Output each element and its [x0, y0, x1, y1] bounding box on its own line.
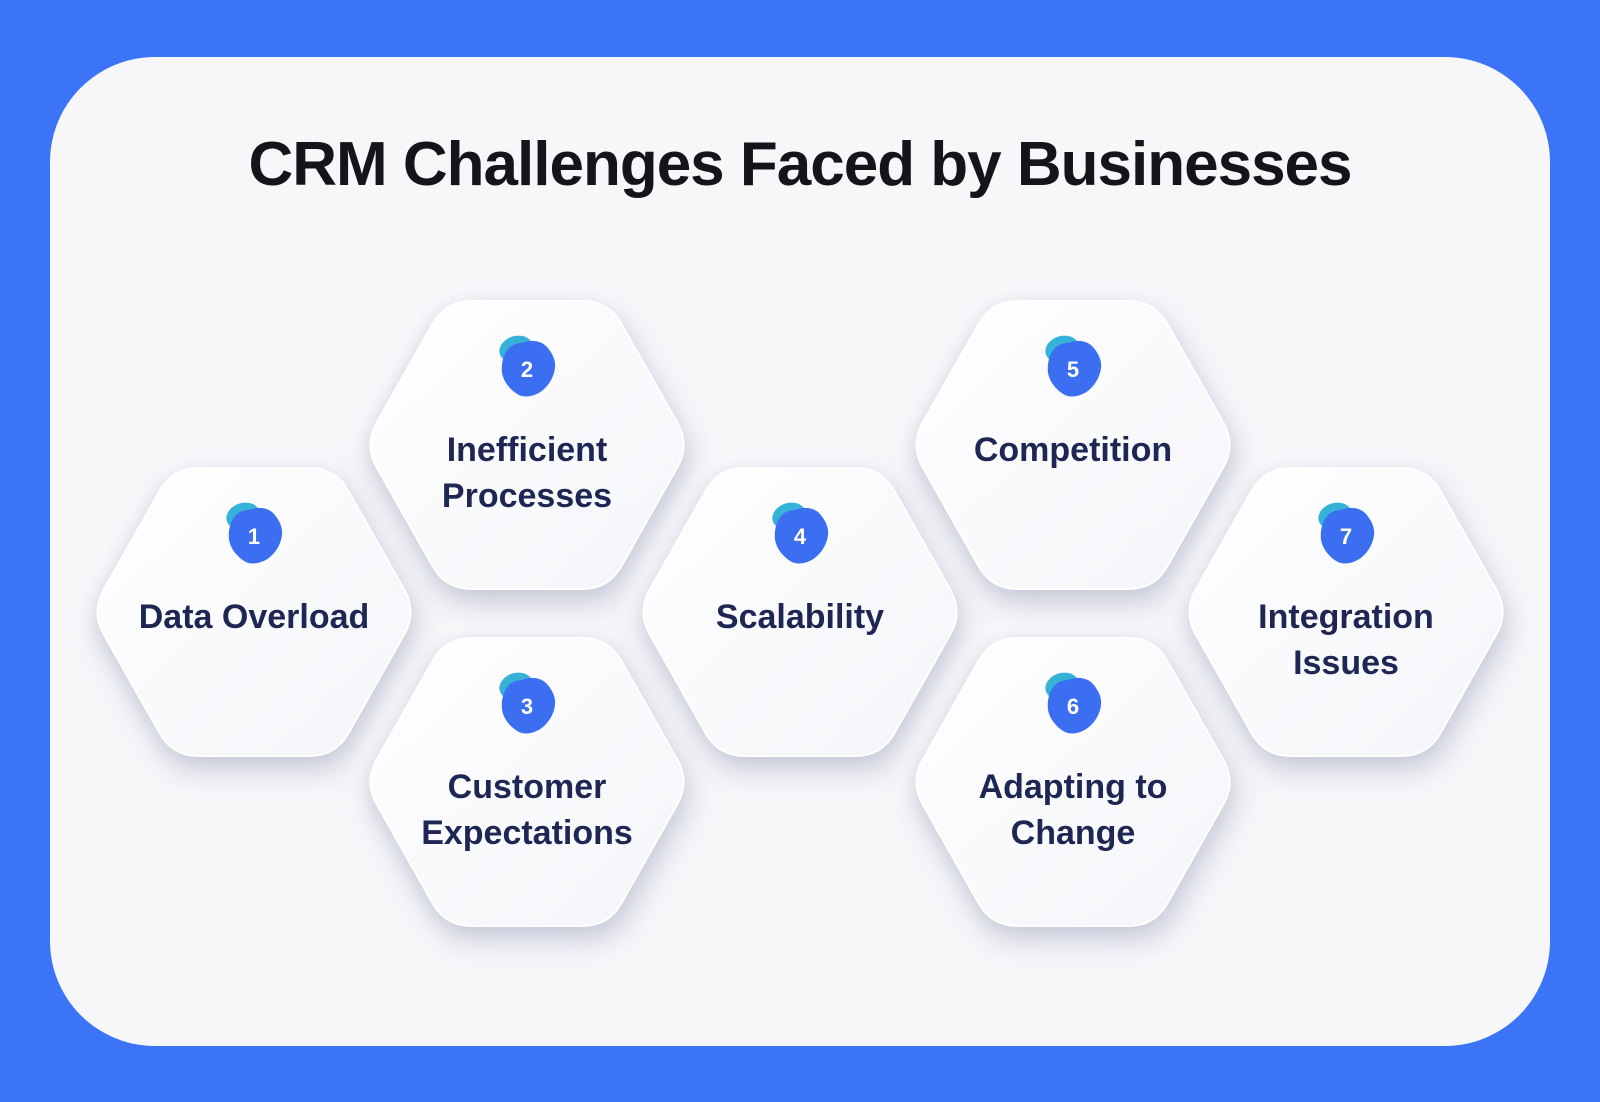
hexagon-label: Inefficient Processes	[441, 431, 613, 515]
hexagon-card-competition: 5 Competition	[910, 300, 1236, 590]
hexagon-card-adapting-to-change: 6 Adapting to Change	[910, 637, 1236, 927]
number-badge: 4	[768, 501, 832, 567]
number-badge: 2	[495, 334, 559, 400]
number-badge: 6	[1041, 671, 1105, 737]
hexagon-card-inefficient-processes: 2 Inefficient Processes	[364, 300, 690, 590]
content-card: CRM Challenges Faced by Businesses 1 Dat…	[50, 57, 1550, 1046]
hexagon-card-data-overload: 1 Data Overload	[91, 467, 417, 757]
badge-blob-icon	[1045, 335, 1102, 397]
hexagon-shape	[96, 467, 412, 757]
badge-number: 1	[247, 524, 261, 549]
badge-number: 4	[793, 524, 807, 549]
badge-blob-icon	[499, 672, 556, 734]
badge-number: 7	[1339, 524, 1353, 549]
hexagon-label: Adapting to Change	[978, 768, 1168, 852]
hexagon-shape	[642, 467, 958, 757]
hexagon-shape	[915, 637, 1231, 927]
badge-number: 5	[1066, 357, 1080, 382]
hexagon-card-integration-issues: 7 Integration Issues	[1183, 467, 1509, 757]
badge-blob-icon	[1045, 672, 1102, 734]
hexagon-label: Scalability	[715, 598, 885, 636]
hexagon-shape	[915, 300, 1231, 590]
badge-number: 2	[520, 357, 534, 382]
badge-blob-icon	[499, 335, 556, 397]
badge-blob-icon	[1318, 502, 1375, 564]
badge-blob-icon	[772, 502, 829, 564]
number-badge: 1	[222, 501, 286, 567]
hexagon-label: Competition	[973, 431, 1173, 469]
hexagon-label: Customer Expectations	[421, 768, 633, 852]
number-badge: 7	[1314, 501, 1378, 567]
badge-number: 6	[1066, 694, 1080, 719]
hexagon-card-customer-expectations: 3 Customer Expectations	[364, 637, 690, 927]
hexagon-label: Data Overload	[138, 598, 370, 636]
hexagon-label: Integration Issues	[1258, 598, 1434, 682]
number-badge: 5	[1041, 334, 1105, 400]
number-badge: 3	[495, 671, 559, 737]
hexagon-shape	[1188, 467, 1504, 757]
page-title: CRM Challenges Faced by Businesses	[248, 130, 1352, 199]
hexagon-card-scalability: 4 Scalability	[637, 467, 963, 757]
badge-number: 3	[520, 694, 534, 719]
hexagon-shape	[369, 300, 685, 590]
badge-blob-icon	[226, 502, 283, 564]
hexagon-shape	[369, 637, 685, 927]
